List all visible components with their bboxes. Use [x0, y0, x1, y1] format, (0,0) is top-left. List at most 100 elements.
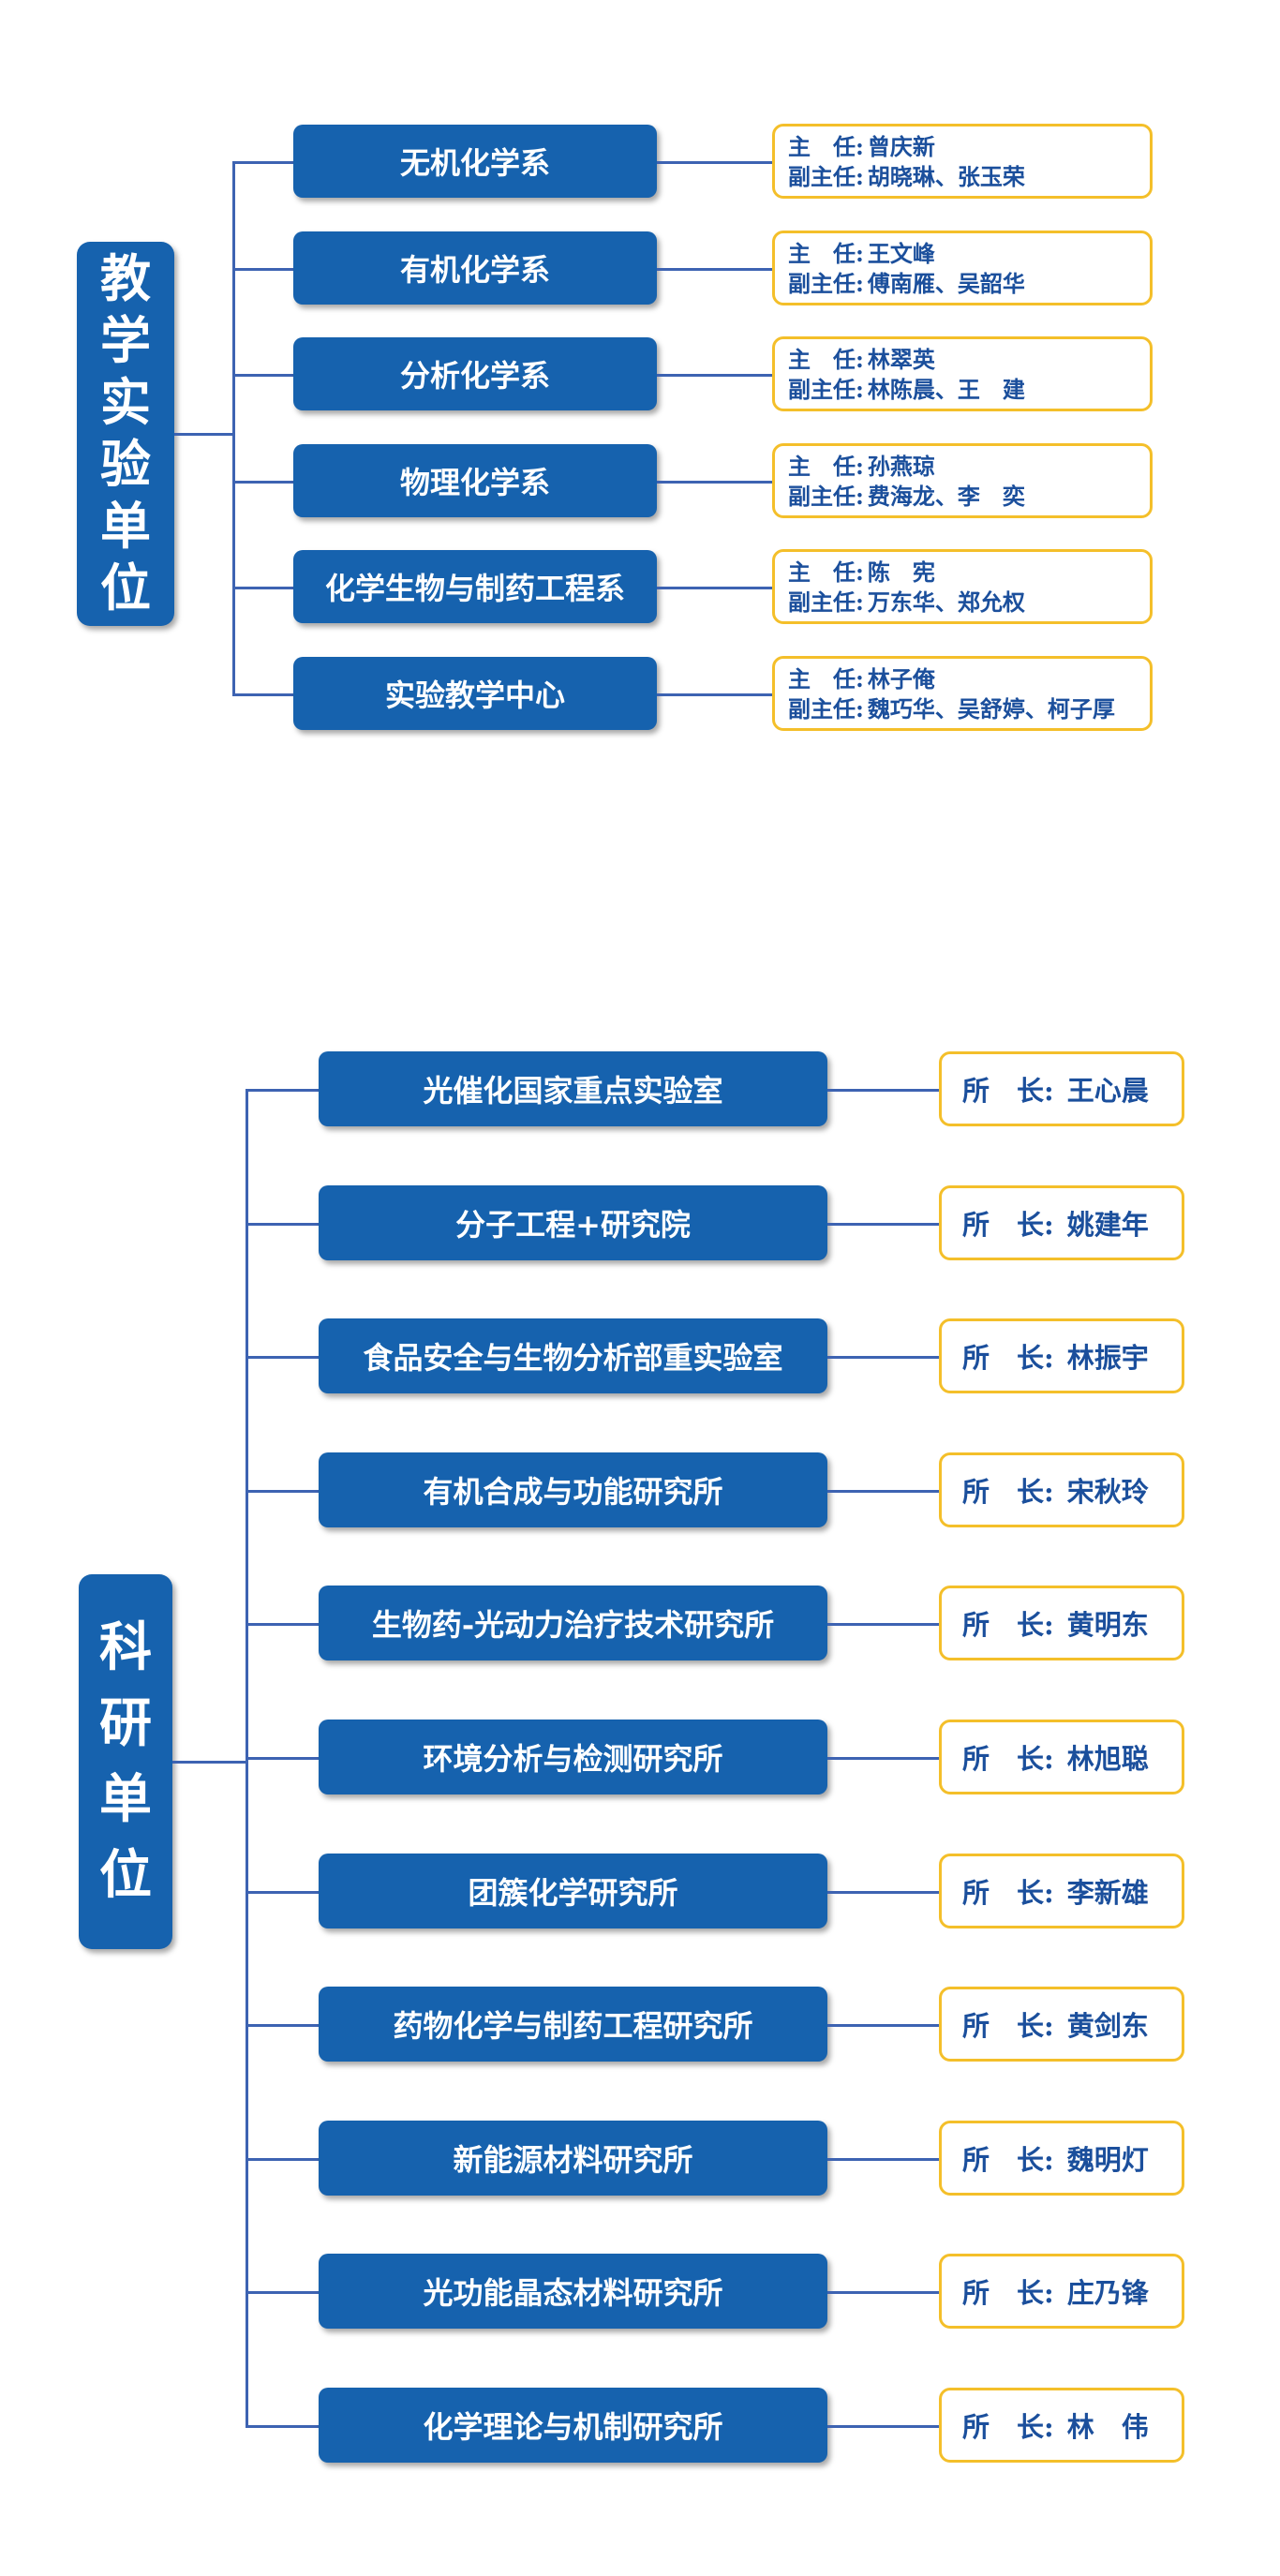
deputy-label: 副主任: [788, 482, 864, 510]
teaching-unit-box: 实验教学中心 [293, 656, 657, 730]
head-name: 庄乃锋 [1066, 2277, 1149, 2310]
head-label: 所 长: [962, 2277, 1054, 2310]
head-name: 王心晨 [1066, 1075, 1149, 1107]
branch-line [246, 2425, 319, 2428]
link-line [827, 2157, 939, 2161]
teaching-unit-box: 无机化学系 [293, 125, 657, 198]
teaching-root-char: 教 [100, 248, 151, 309]
deputy-row: 副主任:万东华、郑允权 [788, 588, 1150, 618]
teaching-leader-box: 主 任:曾庆新副主任:胡晓琳、张玉荣 [772, 124, 1153, 199]
teaching-unit-box: 化学生物与制药工程系 [293, 550, 657, 623]
teaching-root-char: 位 [100, 557, 151, 618]
research-head-box: 所 长: 黄明东 [939, 1586, 1184, 1661]
director-label: 主 任: [788, 133, 864, 160]
link-line [827, 1623, 939, 1627]
research-unit-box: 团簇化学研究所 [319, 1853, 827, 1928]
research-unit-box: 分子工程+研究院 [319, 1184, 827, 1260]
deputy-row: 副主任:胡晓琳、张玉荣 [788, 162, 1150, 192]
director-label: 主 任: [788, 452, 864, 480]
teaching-unit-box: 分析化学系 [293, 337, 657, 410]
research-root-char: 位 [99, 1844, 152, 1907]
deputy-row: 副主任:魏巧华、吴舒婷、柯子厚 [788, 694, 1150, 724]
head-label: 所 长: [962, 2143, 1054, 2176]
research-unit-box: 光功能晶态材料研究所 [319, 2254, 827, 2330]
director-label: 主 任: [788, 558, 864, 586]
teaching-root-char: 单 [100, 495, 151, 556]
research-head-box: 所 长: 庄乃锋 [939, 2254, 1184, 2330]
link-line [827, 1757, 939, 1760]
head-name: 黄明东 [1066, 1609, 1149, 1642]
research-unit-box: 药物化学与制药工程研究所 [319, 1987, 827, 2062]
teaching-leader-box: 主 任:林翠英副主任:林陈晨、王 建 [772, 336, 1153, 411]
branch-line [232, 587, 293, 589]
branch-line [246, 1222, 319, 1226]
director-row: 主 任:林翠英 [788, 345, 1150, 375]
director-name: 王文峰 [867, 239, 935, 267]
branch-line [246, 2291, 319, 2295]
branch-line [232, 374, 293, 377]
head-name: 李新雄 [1066, 1876, 1149, 1909]
head-label: 所 长: [962, 1075, 1054, 1107]
connector-line [174, 432, 232, 436]
research-head-box: 所 长: 姚建年 [939, 1184, 1184, 1260]
director-name: 林子俺 [867, 664, 935, 692]
branch-line [246, 1089, 319, 1092]
director-label: 主 任: [788, 239, 864, 267]
link-line [827, 2425, 939, 2428]
head-label: 所 长: [962, 1342, 1054, 1375]
research-head-box: 所 长:魏明灯 [939, 2120, 1184, 2196]
head-name: 姚建年 [1066, 1208, 1149, 1241]
teaching-root-char: 验 [100, 434, 151, 494]
director-row: 主 任:孙燕琼 [788, 452, 1150, 482]
deputy-names: 林陈晨、王 建 [867, 376, 1025, 403]
research-unit-box: 食品安全与生物分析部重实验室 [319, 1318, 827, 1394]
research-unit-box: 生物药-光动力治疗技术研究所 [319, 1586, 827, 1661]
link-line [827, 2291, 939, 2295]
director-row: 主 任:林子俺 [788, 664, 1150, 694]
branch-line [246, 1890, 319, 1894]
director-label: 主 任: [788, 346, 864, 373]
head-label: 所 长: [962, 2411, 1054, 2443]
research-head-box: 所 长: 林振宇 [939, 1318, 1184, 1394]
teaching-root-box: 教学实验单位 [77, 242, 174, 626]
branch-line [246, 1356, 319, 1360]
head-name: 林旭聪 [1066, 1743, 1149, 1775]
head-name: 林振宇 [1066, 1342, 1149, 1375]
deputy-names: 胡晓琳、张玉荣 [867, 163, 1025, 190]
deputy-label: 副主任: [788, 376, 864, 403]
head-label: 所 长: [962, 1208, 1054, 1241]
link-line [657, 480, 772, 484]
director-row: 主 任:曾庆新 [788, 132, 1150, 162]
head-name: 宋秋玲 [1066, 1475, 1149, 1508]
link-line [657, 374, 772, 377]
teaching-root-char: 实 [100, 372, 151, 433]
deputy-label: 副主任: [788, 588, 864, 616]
deputy-names: 费海龙、李 奕 [867, 482, 1025, 510]
deputy-label: 副主任: [788, 694, 864, 722]
director-row: 主 任:陈 宪 [788, 558, 1150, 588]
branch-line [232, 480, 293, 484]
branch-line [246, 1757, 319, 1760]
head-label: 所 长: [962, 1743, 1054, 1775]
research-root-char: 科 [99, 1616, 152, 1678]
deputy-label: 副主任: [788, 163, 864, 190]
head-label: 所 长: [962, 1609, 1054, 1642]
connector-line [172, 1760, 246, 1764]
link-line [657, 587, 772, 589]
head-label: 所 长: [962, 2010, 1054, 2043]
director-label: 主 任: [788, 664, 864, 692]
branch-line [232, 267, 293, 271]
link-line [657, 267, 772, 271]
head-name: 黄剑东 [1066, 2010, 1149, 2043]
teaching-leader-box: 主 任:王文峰副主任:傅南雁、吴韶华 [772, 230, 1153, 305]
branch-line [232, 161, 293, 164]
director-row: 主 任:王文峰 [788, 239, 1150, 269]
link-line [827, 1089, 939, 1092]
research-head-box: 所 长:林 伟 [939, 2388, 1184, 2463]
deputy-names: 魏巧华、吴舒婷、柯子厚 [867, 694, 1115, 722]
research-root-char: 研 [99, 1691, 152, 1754]
deputy-row: 副主任:傅南雁、吴韶华 [788, 269, 1150, 299]
link-line [657, 692, 772, 696]
deputy-row: 副主任:费海龙、李 奕 [788, 482, 1150, 512]
research-unit-box: 有机合成与功能研究所 [319, 1452, 827, 1527]
